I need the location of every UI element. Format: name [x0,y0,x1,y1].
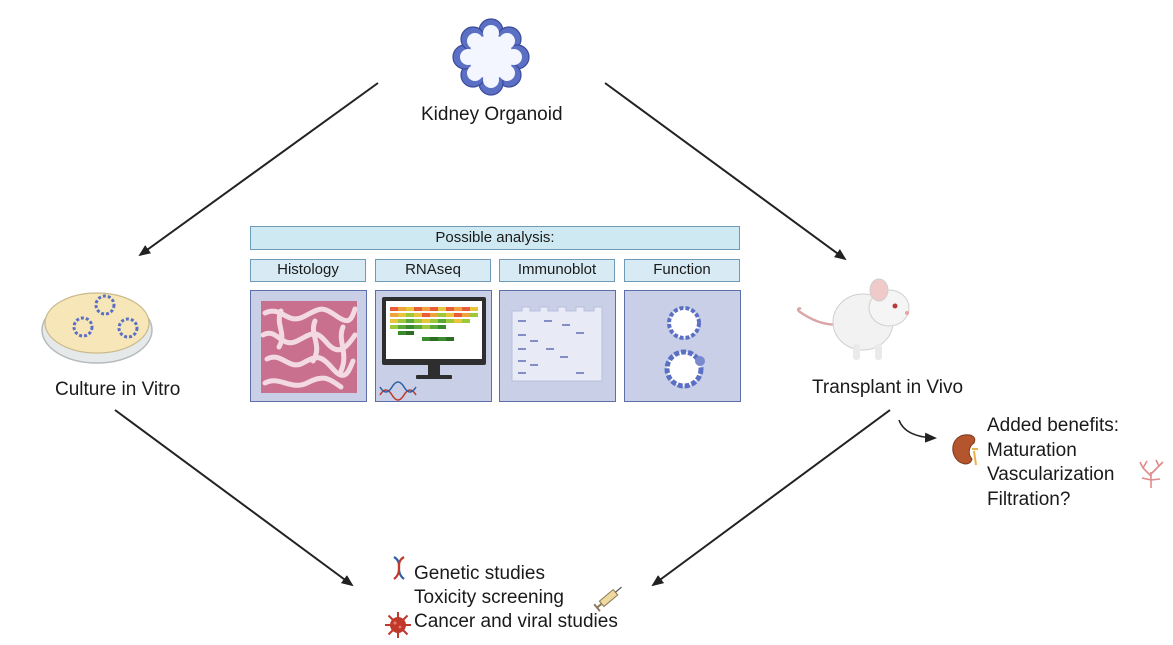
blot-membrane-icon [511,306,603,382]
syringe-icon [593,586,622,612]
top-label: Kidney Organoid [421,104,563,125]
analysis-panel-rnaseq [375,290,492,402]
benefits-list: Added benefits: Maturation Vascularizati… [987,414,1119,512]
arrow-transplant-to-outcomes [651,409,891,587]
outcome-genetic-studies: Genetic studies [414,563,545,584]
right-label: Transplant in Vivo [812,377,964,398]
analysis-tab-rnaseq: RNAseq [375,259,491,282]
benefits-title: Added benefits: [987,415,1120,436]
analysis-tab-histology: Histology [250,259,366,282]
outcome-cancer-viral-studies: Cancer and viral studies [414,611,618,632]
arrow-organoid-to-culture [138,82,379,257]
sequencing-monitor-icon [379,297,486,401]
mouse-icon [796,278,910,360]
analysis-panel-histology [250,290,367,402]
benefit-item-filtration: Filtration? [987,488,1071,510]
arrow-organoid-to-transplant [604,82,847,261]
left-label: Culture in Vitro [55,379,181,400]
benefit-item-vascularization: Vascularization [987,464,1115,485]
arrow-transplant-to-benefits [898,419,937,443]
kidney-organoid-icon [452,18,530,96]
virus-icon [385,612,411,638]
organoid-function-icon [664,306,705,389]
dna-icon [393,556,405,580]
petri-dish-icon [41,292,153,364]
kidney-icon [952,434,978,466]
arrow-culture-to-outcomes [114,409,354,587]
histology-tissue-icon [260,301,358,393]
analysis-tab-immunoblot: Immunoblot [499,259,615,282]
analysis-panel-immunoblot [499,290,616,402]
blood-vessel-icon [1139,459,1164,488]
analysis-panel-function [624,290,741,402]
analysis-header: Possible analysis: [250,226,740,250]
analysis-tab-function: Function [624,259,740,282]
outcome-toxicity-screening: Toxicity screening [414,587,564,608]
benefit-item-maturation: Maturation [987,439,1077,461]
